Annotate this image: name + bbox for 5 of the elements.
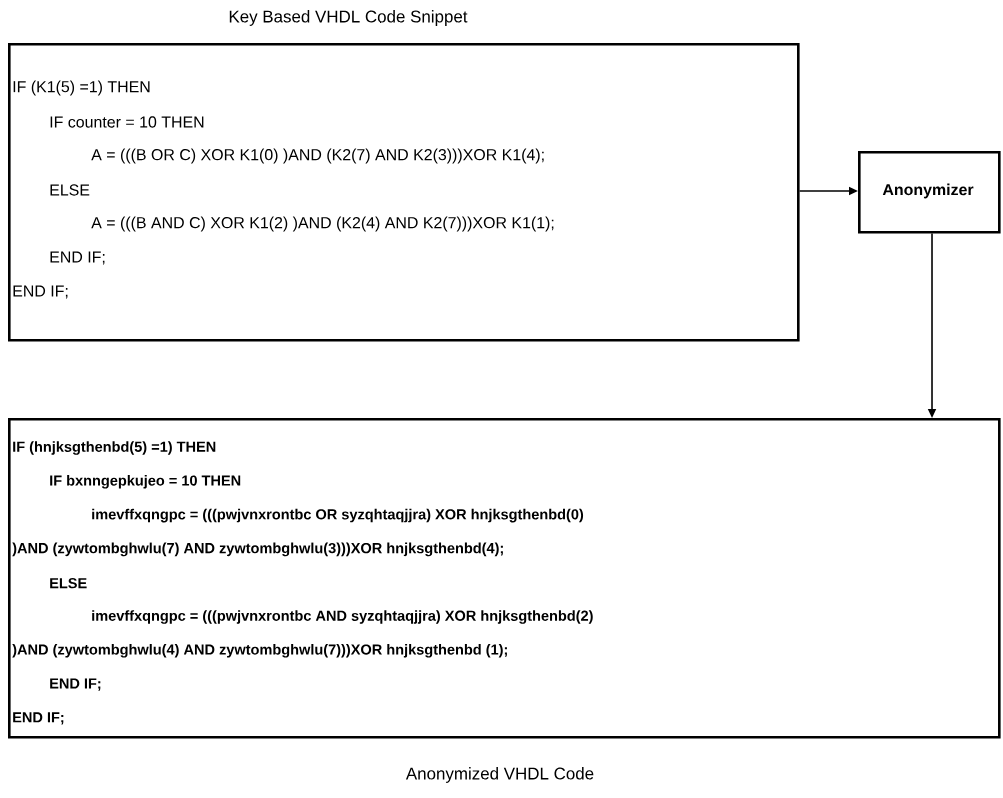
code-box: IF (hnjksgthenbd(5) =1) THEN IF bxnngepkujeo = 10 THEN imevffxqngpc = (((pwjvnxrontbc OR syzqhtaqjjra) XOR hnjksgthenbd(0) )AND (zywtombghwlu(7) AND zywtombghwlu(3)))XOR hnjksgthenbd(4); ELSE imevffxqngpc = (((pwjvnxrontbc AND syzqhtaqjjra) XOR hnjksgthenbd(2) )AND (zywtombghwlu(4) AND zywtombghwlu(7)))XOR hnjksgthenbd (1); END IF; END IF; Anonymized VHDL Code: [8, 418, 1001, 783]
node-label: Key Based VHDL Code Snippet: [229, 10, 468, 26]
node-label: Anonymized VHDL Code: [405, 767, 594, 783]
code-box: Key Based VHDL Code Snippet IF (K1(5) =1) THEN IF counter = 10 THEN A = (((B OR C) XOR K1(0) )AND (K2(7) AND K2(3)))XOR K1(4); ELSE A = (((B AND C) XOR K1(2) )AND (K2(4) AND K2(7)))XOR K1(1); END IF; END IF;: [8, 10, 800, 342]
process-box: Anonymizer: [858, 151, 1001, 234]
